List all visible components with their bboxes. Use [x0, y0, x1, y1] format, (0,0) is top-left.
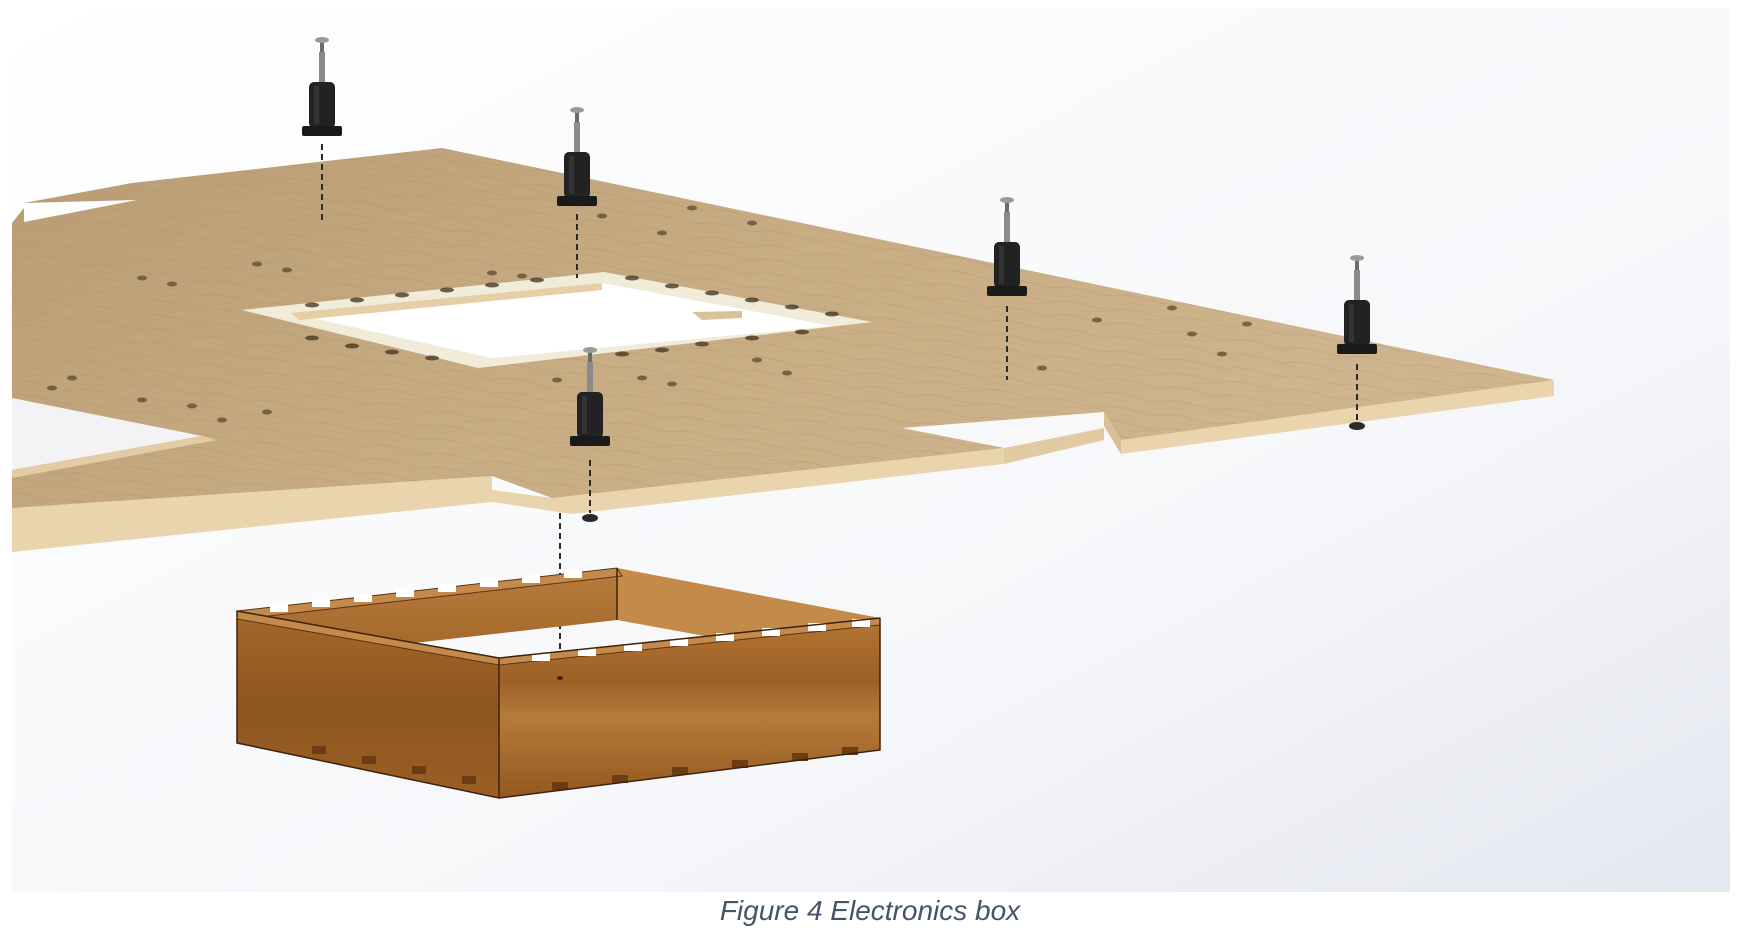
base-plate	[12, 148, 1554, 552]
electronics-box	[236, 567, 881, 799]
figure-caption: Figure 4 Electronics box	[719, 895, 1021, 926]
cad-render	[12, 8, 1730, 892]
nuts	[582, 422, 1365, 522]
alignment-axes	[321, 144, 1358, 668]
